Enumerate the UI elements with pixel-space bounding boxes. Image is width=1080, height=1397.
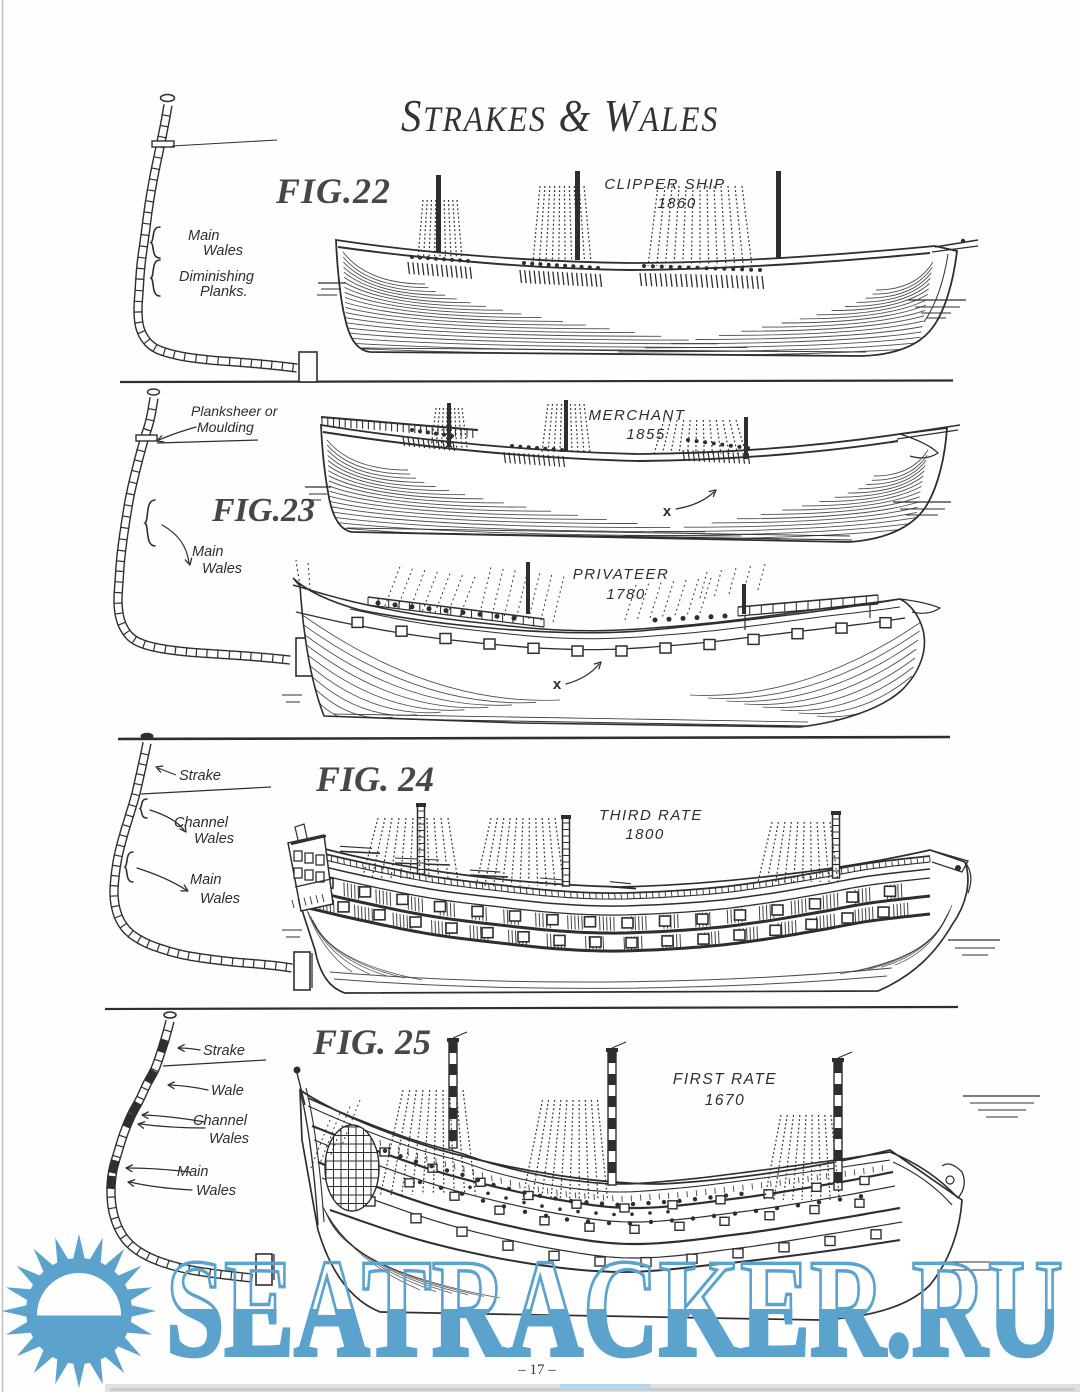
svg-text:Main: Main	[177, 1164, 208, 1180]
svg-text:Main: Main	[190, 872, 221, 888]
svg-text:– 17 –: – 17 –	[517, 1362, 556, 1378]
svg-text:Main: Main	[188, 228, 219, 244]
svg-text:FIG.22: FIG.22	[275, 171, 391, 211]
svg-text:FIG. 24: FIG. 24	[315, 759, 434, 799]
svg-text:PRIVATEER: PRIVATEER	[573, 566, 670, 583]
svg-text:FIRST RATE: FIRST RATE	[673, 1071, 777, 1088]
svg-text:Strake: Strake	[179, 768, 221, 784]
svg-text:1855: 1855	[626, 426, 665, 443]
svg-text:1780: 1780	[606, 586, 645, 603]
svg-text:MERCHANT: MERCHANT	[589, 407, 686, 424]
svg-text:1670: 1670	[705, 1092, 745, 1109]
svg-text:Wales: Wales	[200, 891, 240, 907]
svg-text:Wales: Wales	[196, 1183, 236, 1199]
svg-text:Main: Main	[192, 544, 223, 560]
svg-text:THIRD RATE: THIRD RATE	[599, 807, 703, 824]
svg-text:Wales: Wales	[203, 243, 243, 259]
svg-text:Wales: Wales	[194, 831, 234, 847]
svg-text:Wales: Wales	[209, 1131, 249, 1147]
svg-text:Moulding: Moulding	[197, 419, 254, 435]
svg-text:x: x	[553, 676, 562, 693]
svg-text:Wales: Wales	[202, 561, 242, 577]
svg-text:Strake: Strake	[203, 1043, 245, 1059]
svg-text:Planksheer or: Planksheer or	[191, 403, 279, 419]
svg-text:Wale: Wale	[211, 1083, 244, 1099]
svg-text:FIG. 25: FIG. 25	[312, 1022, 431, 1062]
svg-text:1800: 1800	[625, 826, 664, 843]
svg-text:Planks.: Planks.	[200, 284, 248, 300]
svg-text:Diminishing: Diminishing	[179, 269, 254, 285]
svg-text:FIG.23: FIG.23	[211, 492, 315, 529]
svg-text:x: x	[663, 503, 672, 520]
